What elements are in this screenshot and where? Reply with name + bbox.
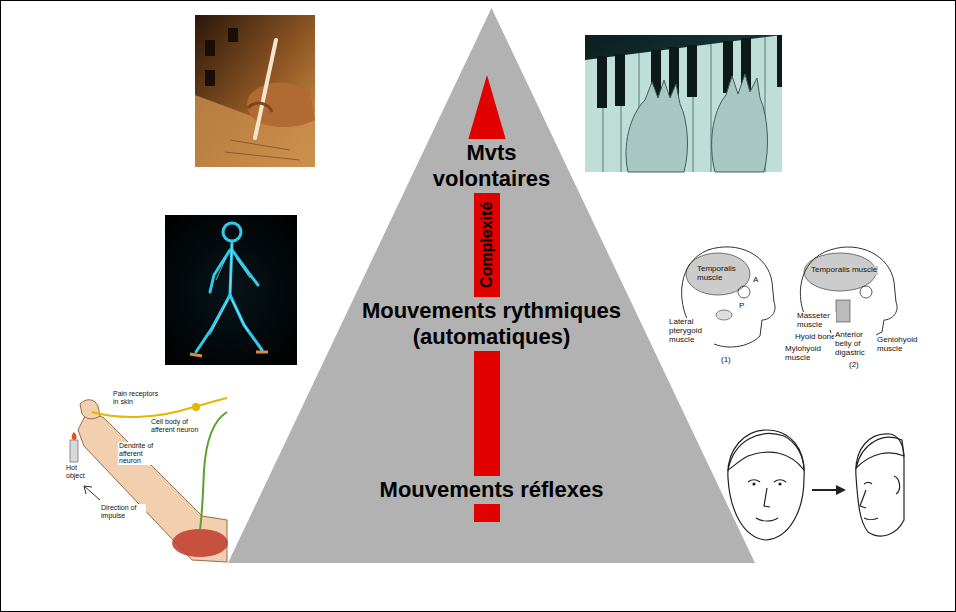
drawing-ground: [665, 235, 920, 372]
left-hand: [626, 80, 687, 172]
callout-letter: P: [738, 302, 745, 311]
piano-photo: [585, 35, 782, 172]
eyes-front: [752, 482, 781, 485]
bone-label: Hyoid bone: [794, 333, 836, 342]
part-label: Cell body of afferent neuron: [150, 418, 204, 433]
jaw-1: [706, 318, 762, 347]
pterygoid-1: [716, 310, 732, 320]
face-turned: [856, 434, 904, 536]
cell-body: [192, 403, 200, 411]
hot-object: [70, 440, 78, 462]
turn-arrowhead: [836, 485, 846, 495]
turn-arrow: [812, 489, 840, 491]
muscle-label: Anterior belly of digastric: [834, 331, 876, 357]
part-label: Hot object: [65, 464, 97, 479]
part-label: Dendrite of afferent neuron: [118, 442, 164, 465]
muscle-label: Temporalis muscle: [810, 266, 878, 275]
photo-ground: [195, 15, 315, 167]
muscle: [172, 529, 228, 557]
fingers: [80, 400, 100, 419]
muscle-label: Geniohyoid muscle: [876, 336, 920, 354]
finger: [248, 103, 272, 112]
muscle-label: Mylohyoid muscle: [784, 345, 830, 363]
efferent-neuron: [200, 412, 227, 530]
figure-number: (2): [848, 361, 860, 370]
axis-label: Complexité: [478, 202, 496, 288]
body-outline: [196, 223, 262, 352]
jaw-muscles-drawing: [665, 235, 920, 372]
pen: [255, 40, 276, 138]
callout-letter: A: [752, 276, 759, 285]
keyboard: [585, 35, 782, 172]
pyramid-triangle: [228, 8, 755, 563]
arm: [78, 410, 227, 562]
photo-ground: [585, 35, 782, 172]
masseter-2: [836, 300, 850, 322]
impulse-arrow: [84, 486, 100, 500]
writing-photo: [195, 15, 315, 167]
drawing-ground: [63, 385, 227, 565]
text-lines: [225, 140, 300, 160]
nerve-lines: [210, 244, 250, 335]
skull-1: [682, 247, 775, 325]
feet: [190, 352, 268, 356]
part-label: Pain receptors in skin: [112, 390, 166, 405]
figure-number: (1): [720, 356, 732, 365]
flame: [72, 432, 77, 440]
orbit-2: [860, 286, 872, 298]
muscle-label: Masseter muscle: [796, 312, 836, 330]
page-hole: [205, 70, 215, 86]
reflex-arc-drawing: [63, 385, 228, 565]
photo-ground: [165, 215, 297, 365]
part-label: Direction of impulse: [100, 504, 146, 519]
page-hole: [228, 28, 238, 42]
skull-2: [800, 247, 897, 322]
level-voluntary: Mvts volontaires: [431, 139, 553, 194]
face-front: [728, 430, 804, 540]
right-hand: [712, 74, 768, 172]
level-rhythmic: Mouvements rythmiques (automatiques): [359, 297, 625, 352]
temporalis-1: [686, 253, 750, 295]
muscle-label: Temporalis muscle: [696, 265, 742, 283]
orbit-1: [738, 286, 750, 298]
level-reflex: Mouvements réflexes: [378, 476, 606, 504]
muscle-label: Lateral pterygoid muscle: [668, 318, 714, 344]
page-hole: [205, 40, 215, 56]
walking-figure: [165, 215, 297, 365]
